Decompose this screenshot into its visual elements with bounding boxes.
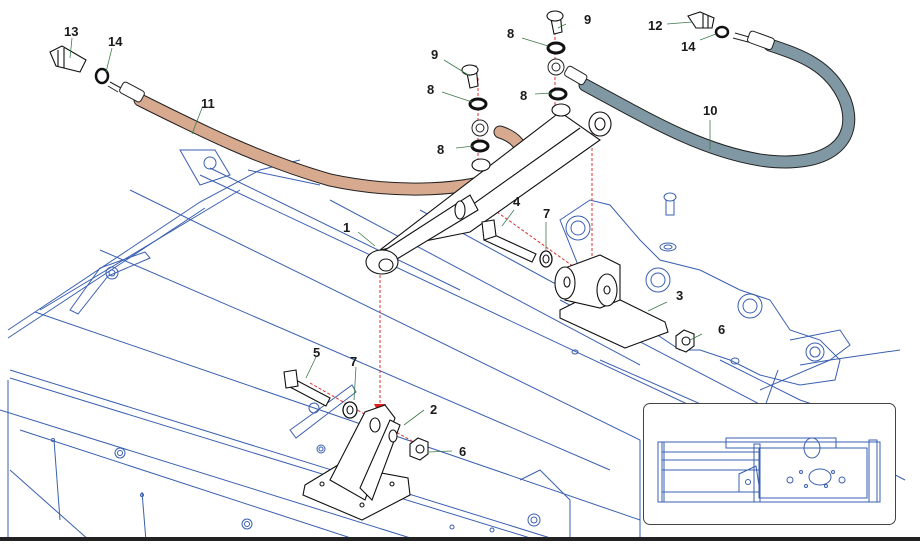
callout-7-lower: 7 bbox=[350, 354, 358, 369]
bracket-2 bbox=[302, 404, 411, 521]
callout-1: 1 bbox=[343, 220, 351, 235]
callout-7-upper: 7 bbox=[543, 206, 551, 221]
fasteners bbox=[49, 10, 730, 461]
machine-frame bbox=[0, 149, 906, 542]
callout-6-upper: 6 bbox=[718, 322, 726, 337]
callout-9-right: 9 bbox=[584, 12, 592, 27]
callout-8-left-upper: 8 bbox=[427, 82, 435, 97]
leader-lines bbox=[69, 21, 717, 453]
callout-14-left: 14 bbox=[108, 34, 123, 49]
callout-12: 12 bbox=[648, 18, 663, 33]
callout-4: 4 bbox=[513, 194, 521, 209]
page-bottom-rule bbox=[0, 537, 920, 541]
overview-inset bbox=[643, 403, 896, 525]
callout-8-left-lower: 8 bbox=[437, 142, 445, 157]
callout-11: 11 bbox=[201, 96, 215, 111]
callout-14-right: 14 bbox=[681, 39, 696, 54]
hose-10 bbox=[547, 30, 856, 169]
callout-2: 2 bbox=[430, 402, 438, 417]
hose-11 bbox=[107, 81, 528, 196]
callout-9-left: 9 bbox=[431, 47, 439, 62]
callout-13: 13 bbox=[64, 24, 79, 39]
callout-5: 5 bbox=[313, 345, 321, 360]
callout-8-right-upper: 8 bbox=[507, 26, 515, 41]
bracket-3 bbox=[554, 254, 669, 349]
callout-10: 10 bbox=[703, 103, 718, 118]
hydraulic-cylinder bbox=[365, 103, 612, 275]
callout-8-right-lower: 8 bbox=[520, 88, 528, 103]
callout-6-lower: 6 bbox=[459, 444, 467, 459]
callout-3: 3 bbox=[676, 288, 684, 303]
overview-thumbnail bbox=[657, 437, 881, 503]
